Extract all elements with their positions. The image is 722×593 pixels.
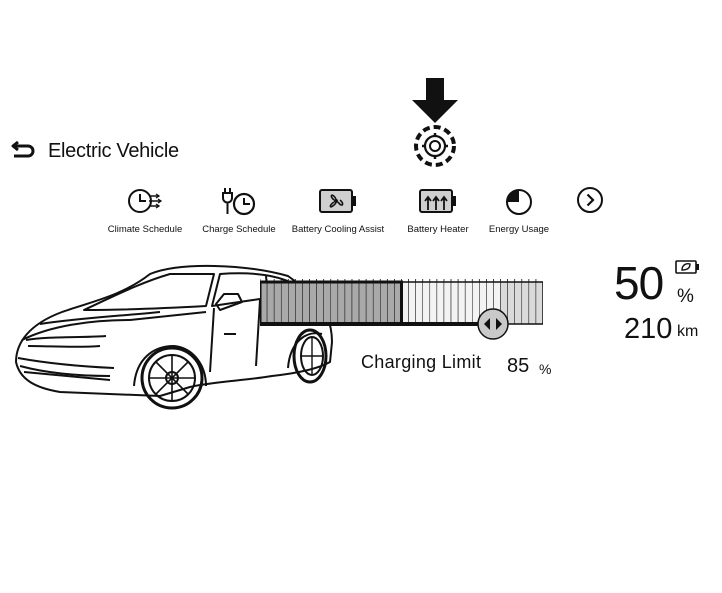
charge-bar-segment [309,281,317,325]
charge-bar-segment [443,281,452,325]
charge-bar-segment [266,281,275,325]
charge-bar-segment [422,281,431,325]
tool-label: Battery Cooling Assist [291,224,385,235]
charge-bar-segment [387,281,395,325]
left-right-arrows-icon [477,308,509,340]
climate-schedule-icon [128,189,163,213]
charge-bar-segment [288,281,296,325]
battery-cooling-icon [319,189,356,213]
battery-leaf-icon [675,260,699,274]
back-button[interactable] [10,138,38,162]
charge-bar-segment [316,281,324,325]
tool-label: Energy Usage [488,224,550,235]
charge-bar-segment [528,281,537,325]
charge-bar-segment [337,281,346,325]
charge-bar-segment [514,281,523,325]
charge-bar-segment [535,281,543,325]
page-title: Electric Vehicle [48,140,179,162]
tool-label: Climate Schedule [107,224,183,235]
charge-bar-segment [429,281,438,325]
charge-bar-segment [380,281,388,325]
range-value: 210 [624,313,673,345]
charge-limit-slider-handle[interactable] [476,307,510,341]
charge-bar-segment [330,281,339,325]
charging-limit-value: 85 [507,355,530,377]
state-of-charge-unit: % [677,286,694,307]
charge-bar-segment [457,281,466,325]
tool-battery-cooling-assist[interactable]: Battery Cooling Assist [282,186,394,242]
charge-bar-segment [302,281,310,325]
down-arrow-callout-icon [412,78,458,123]
tool-climate-schedule[interactable]: Climate Schedule [89,186,201,242]
tool-charge-schedule[interactable]: Charge Schedule [183,186,295,242]
charge-bar-segment [280,281,289,325]
charging-limit-label: Charging Limit [361,352,482,372]
charging-limit-unit: % [539,361,552,377]
charge-bar-segment [365,281,374,325]
charge-bar-segment [351,281,360,325]
chevron-right-icon [577,187,603,213]
energy-usage-icon [506,189,532,215]
gear-icon [414,125,456,167]
state-of-charge-value: 50 [614,257,664,309]
charge-bar-segment [358,281,367,325]
charge-bar-segment [521,281,530,325]
charge-level-bar [260,279,543,326]
range-unit: km [677,323,699,340]
charge-schedule-icon [222,188,256,216]
charge-bar-segment [415,281,423,325]
back-arrow-icon [11,140,35,158]
tool-energy-usage[interactable]: Energy Usage [463,186,575,242]
toolbar-next-button[interactable] [576,186,604,214]
settings-button[interactable] [410,124,460,170]
charge-bar-segment [295,281,303,325]
charge-bar-segment [436,281,445,325]
charge-bar-segment [323,281,332,325]
tool-battery-heater[interactable]: Battery Heater [382,186,494,242]
tool-label: Charge Schedule [202,224,276,235]
charge-bar-segment [344,281,353,325]
charge-bar-segment [464,281,473,325]
charge-bar-segment [273,281,282,325]
charge-bar-segment [408,281,416,325]
tool-label: Battery Heater [407,224,469,235]
battery-heater-icon [419,189,456,213]
charge-bar-segment [372,281,381,325]
charge-bar-segment [450,281,459,325]
